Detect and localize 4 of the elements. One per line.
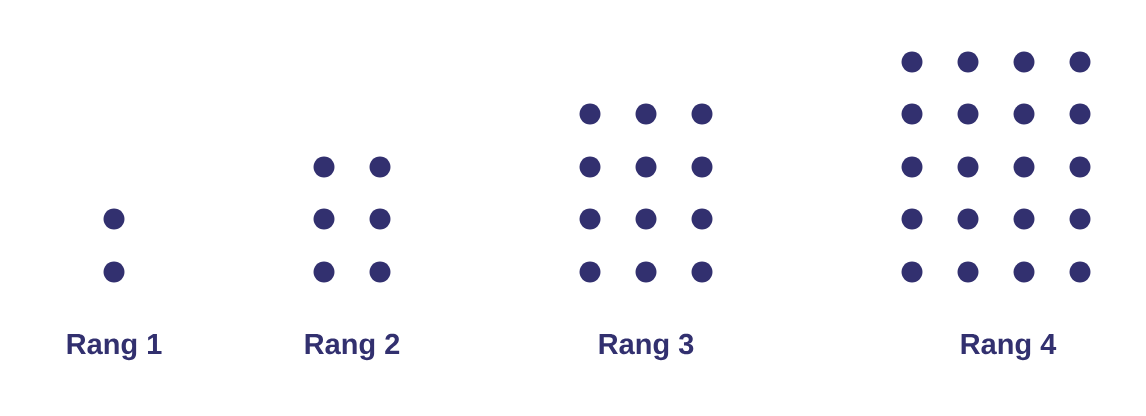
rank-label: Rang 3 (599, 333, 694, 361)
rank-label: Rang 4 (961, 334, 1057, 361)
rank-label: Rang 1 (67, 334, 162, 361)
rank-label: Rang 2 (305, 333, 400, 361)
